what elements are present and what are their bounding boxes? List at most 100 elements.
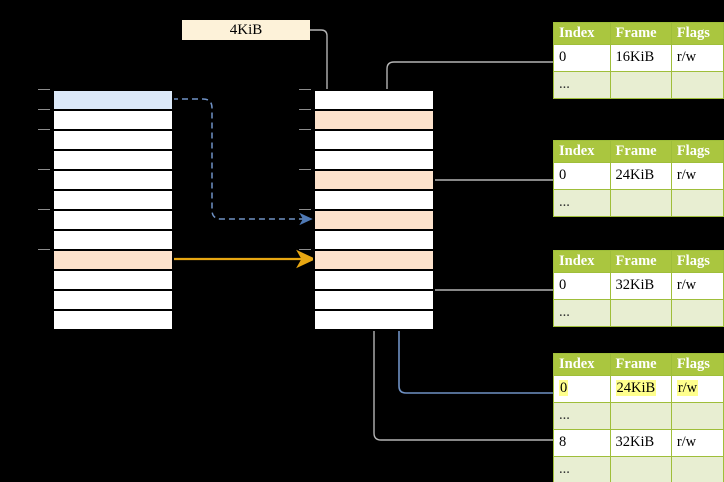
cell-flags — [670, 188, 724, 217]
physical-frame-row-2 — [314, 130, 434, 150]
cell-flags — [670, 298, 724, 327]
virtual-page-row-8 — [53, 250, 173, 270]
virtual-address-space-column — [52, 89, 174, 331]
virtual-page-row-9 — [53, 270, 173, 290]
highlighted-value: 0 — [559, 380, 569, 397]
physical-frame-tick-8 — [299, 249, 311, 250]
table-row[interactable]: ... — [553, 188, 724, 217]
virtual-page-tick-2 — [38, 129, 50, 130]
cell-frame — [609, 70, 672, 99]
cell-index: ... — [553, 455, 611, 482]
column-header-frame: Frame — [609, 353, 672, 376]
table-row[interactable]: ... — [553, 455, 724, 482]
cell-index: 0 — [553, 161, 611, 190]
cell-flags: r/w — [670, 374, 724, 403]
wire-4kib-to-memory — [310, 29, 333, 114]
column-header-index: Index — [553, 353, 611, 376]
cell-index: 0 — [553, 374, 611, 403]
cell-frame — [609, 188, 672, 217]
virtual-page-row-4 — [53, 170, 173, 190]
physical-frame-row-5 — [314, 190, 434, 210]
column-header-flags: Flags — [670, 22, 724, 45]
column-header-frame: Frame — [609, 250, 672, 273]
column-header-frame: Frame — [609, 140, 672, 163]
physical-frame-row-1 — [314, 110, 434, 130]
cell-frame — [609, 298, 672, 327]
cell-frame: 16KiB — [609, 43, 672, 72]
physical-frame-row-0 — [314, 90, 434, 110]
column-header-flags: Flags — [670, 250, 724, 273]
physical-frame-row-11 — [314, 310, 434, 330]
cell-flags: r/w — [670, 271, 724, 300]
cell-index: ... — [553, 188, 611, 217]
cell-flags: r/w — [670, 43, 724, 72]
physical-frame-row-9 — [314, 270, 434, 290]
cell-index: 8 — [553, 428, 611, 457]
size-label-4kib: 4KiB — [182, 20, 310, 40]
column-header-flags: Flags — [670, 353, 724, 376]
physical-frame-tick-0 — [299, 89, 311, 90]
virtual-page-row-1 — [53, 110, 173, 130]
column-header-index: Index — [553, 22, 611, 45]
highlighted-value: r/w — [676, 380, 699, 397]
physical-frame-row-3 — [314, 150, 434, 170]
physical-frame-row-8 — [314, 250, 434, 270]
cell-frame: 32KiB — [609, 428, 672, 457]
cell-flags — [670, 70, 724, 99]
physical-frame-row-7 — [314, 230, 434, 250]
cell-frame — [609, 455, 672, 482]
wire-table0-to-memory — [381, 61, 553, 180]
cell-flags — [670, 455, 724, 482]
physical-memory-column — [313, 89, 435, 331]
table-row[interactable]: ... — [553, 70, 724, 99]
virtual-page-row-5 — [53, 190, 173, 210]
virtual-page-tick-0 — [38, 89, 50, 90]
virtual-page-row-7 — [53, 230, 173, 250]
virtual-page-row-10 — [53, 290, 173, 310]
wire-virtual-page-to-frame — [172, 98, 313, 226]
column-header-frame: Frame — [609, 22, 672, 45]
virtual-page-row-3 — [53, 150, 173, 170]
cell-frame: 24KiB — [609, 161, 672, 190]
table-row[interactable]: ... — [553, 401, 724, 430]
virtual-page-row-2 — [53, 130, 173, 150]
physical-frame-row-6 — [314, 210, 434, 230]
wire-table3-row0-to-memory — [392, 214, 553, 394]
table-row[interactable]: ... — [553, 298, 724, 327]
cell-frame — [609, 401, 672, 430]
virtual-page-tick-1 — [38, 109, 50, 110]
wire-table3-row8-to-memory — [368, 266, 553, 441]
cell-flags: r/w — [670, 428, 724, 457]
cell-frame: 32KiB — [609, 271, 672, 300]
virtual-page-row-0 — [53, 90, 173, 110]
physical-frame-row-4 — [314, 170, 434, 190]
virtual-page-tick-6 — [38, 209, 50, 210]
physical-frame-row-10 — [314, 290, 434, 310]
cell-index: 0 — [553, 271, 611, 300]
physical-frame-tick-6 — [299, 209, 311, 210]
cell-index: ... — [553, 298, 611, 327]
column-header-flags: Flags — [670, 140, 724, 163]
cell-index: 0 — [553, 43, 611, 72]
cell-index: ... — [553, 70, 611, 99]
column-header-index: Index — [553, 250, 611, 273]
virtual-page-row-6 — [53, 210, 173, 230]
physical-frame-tick-1 — [299, 109, 311, 110]
cell-flags — [670, 401, 724, 430]
cell-index: ... — [553, 401, 611, 430]
physical-frame-tick-2 — [299, 129, 311, 130]
